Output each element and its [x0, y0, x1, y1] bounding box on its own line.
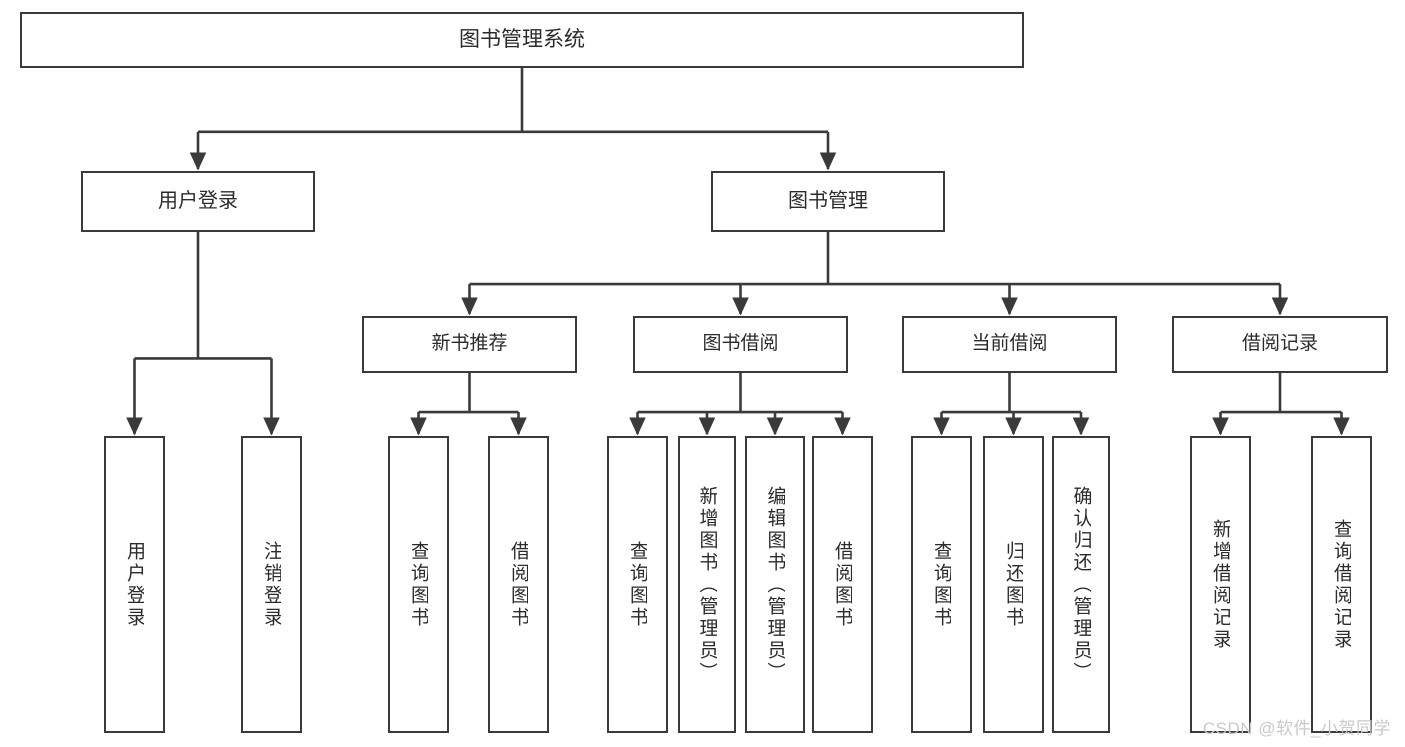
- node-label: 查询借阅记录: [1332, 518, 1351, 651]
- node-label: 图书借阅: [702, 333, 779, 355]
- node-leaf-return-book[interactable]: 归还图书: [983, 436, 1044, 733]
- node-label: 借阅图书: [509, 540, 528, 629]
- node-leaf-borrow-book-1[interactable]: 借阅图书: [488, 436, 549, 733]
- node-label: 图书管理系统: [459, 27, 585, 51]
- node-label: 用户登录: [158, 189, 238, 212]
- node-label: 图书管理: [788, 189, 868, 212]
- node-leaf-query-book-3[interactable]: 查询图书: [911, 436, 972, 733]
- node-book-manage[interactable]: 图书管理: [711, 171, 945, 232]
- node-leaf-query-record[interactable]: 查询借阅记录: [1311, 436, 1372, 733]
- node-user-login[interactable]: 用户登录: [81, 171, 315, 232]
- node-leaf-query-book-2[interactable]: 查询图书: [607, 436, 668, 733]
- node-leaf-add-record[interactable]: 新增借阅记录: [1190, 436, 1251, 733]
- node-label: 借阅记录: [1241, 333, 1318, 355]
- node-label: 确认归还（管理员）: [1071, 485, 1091, 684]
- node-leaf-logout[interactable]: 注销登录: [241, 436, 302, 733]
- node-current-borrow[interactable]: 当前借阅: [902, 316, 1117, 373]
- node-leaf-user-login[interactable]: 用户登录: [104, 436, 165, 733]
- node-label: 用户登录: [125, 540, 144, 629]
- node-label: 当前借阅: [971, 333, 1048, 355]
- node-leaf-query-book-1[interactable]: 查询图书: [388, 436, 449, 733]
- csdn-watermark: CSDN @软件_小贺同学: [1202, 719, 1391, 738]
- node-label: 查询图书: [409, 540, 428, 629]
- node-new-book-rec[interactable]: 新书推荐: [362, 316, 577, 373]
- node-book-borrow[interactable]: 图书借阅: [633, 316, 848, 373]
- node-borrow-records[interactable]: 借阅记录: [1172, 316, 1388, 373]
- node-label: 新增借阅记录: [1211, 518, 1230, 651]
- node-label: 借阅图书: [833, 540, 852, 629]
- node-leaf-edit-book[interactable]: 编辑图书（管理员）: [745, 436, 805, 733]
- node-label: 编辑图书（管理员）: [765, 485, 785, 684]
- node-leaf-add-book[interactable]: 新增图书（管理员）: [678, 436, 736, 733]
- node-root[interactable]: 图书管理系统: [20, 12, 1024, 68]
- node-leaf-confirm-return[interactable]: 确认归还（管理员）: [1052, 436, 1110, 733]
- node-label: 新增图书（管理员）: [697, 485, 717, 684]
- node-label: 归还图书: [1004, 540, 1023, 629]
- node-label: 查询图书: [628, 540, 647, 629]
- node-leaf-borrow-book-2[interactable]: 借阅图书: [812, 436, 873, 733]
- node-label: 新书推荐: [431, 333, 508, 355]
- node-label: 注销登录: [262, 540, 281, 629]
- node-label: 查询图书: [932, 540, 951, 629]
